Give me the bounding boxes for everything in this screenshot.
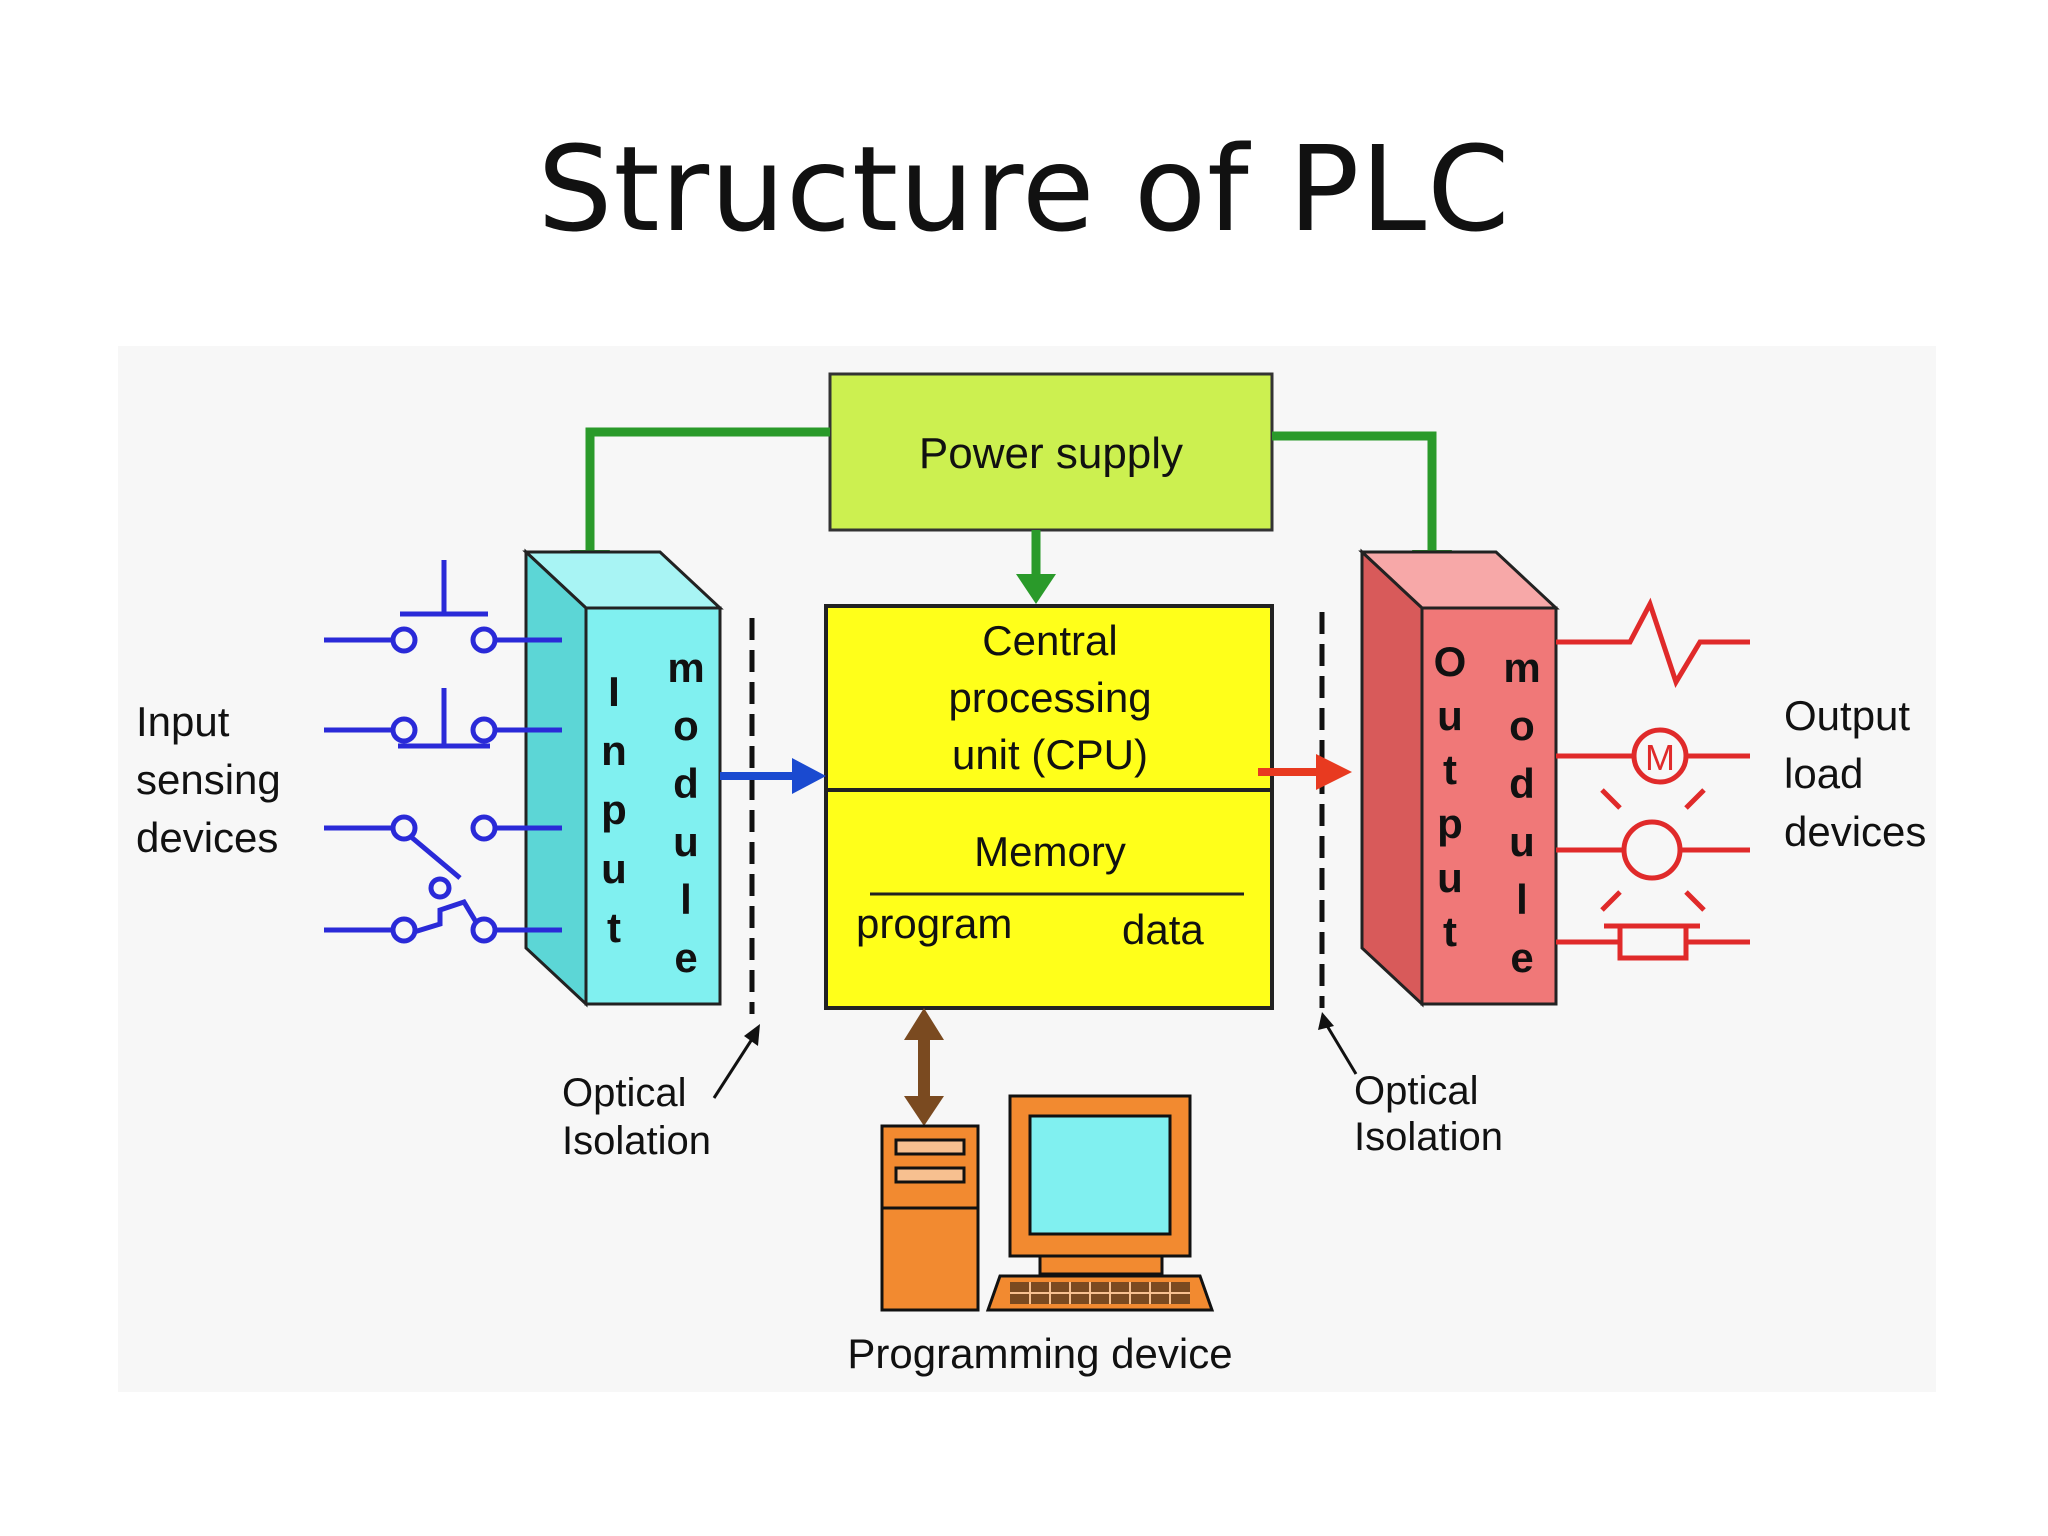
- svg-text:I: I: [608, 668, 620, 715]
- svg-text:t: t: [1443, 908, 1457, 955]
- svg-text:l: l: [680, 876, 692, 923]
- svg-text:m: m: [1503, 644, 1540, 691]
- svg-text:e: e: [1510, 934, 1533, 981]
- input-devices-label: Input sensing devices: [136, 698, 281, 861]
- svg-text:t: t: [1443, 746, 1457, 793]
- svg-text:Input: Input: [136, 698, 230, 745]
- memory-program-label: program: [856, 900, 1012, 947]
- programming-device-label: Programming device: [847, 1330, 1232, 1377]
- svg-text:p: p: [1437, 800, 1463, 847]
- svg-text:Output: Output: [1784, 692, 1910, 739]
- memory-data-label: data: [1122, 906, 1204, 953]
- svg-text:o: o: [1509, 702, 1535, 749]
- svg-text:t: t: [607, 904, 621, 951]
- power-supply-label: Power supply: [919, 429, 1183, 478]
- svg-text:Optical: Optical: [562, 1071, 687, 1115]
- input-module-block: I n p u t m o d u l e: [522, 548, 724, 1008]
- svg-text:Optical: Optical: [1354, 1069, 1479, 1113]
- output-load-devices: [1556, 597, 1750, 961]
- svg-text:e: e: [674, 934, 697, 981]
- output-devices-label: Output load devices: [1784, 692, 1926, 855]
- svg-text:u: u: [1509, 818, 1535, 865]
- svg-text:Isolation: Isolation: [562, 1119, 711, 1163]
- output-module-word2: m o d u l e: [1503, 644, 1540, 981]
- svg-text:d: d: [673, 760, 699, 807]
- motor-letter: M: [1645, 737, 1675, 778]
- input-module-word1: I n p u t: [601, 668, 627, 951]
- svg-text:devices: devices: [136, 814, 278, 861]
- programming-link-arrow: [904, 1008, 944, 1126]
- svg-text:n: n: [601, 727, 627, 774]
- memory-label: Memory: [974, 828, 1126, 875]
- cpu-label-line2: processing: [948, 674, 1151, 721]
- svg-text:l: l: [1516, 876, 1528, 923]
- programming-device-computer: [880, 1094, 1215, 1312]
- output-module-word1: O u t p u t: [1434, 638, 1467, 955]
- svg-text:d: d: [1509, 760, 1535, 807]
- slide-title: Structure of PLC: [537, 120, 1511, 258]
- cpu-memory-block: Central processing unit (CPU) Memory pro…: [824, 604, 1274, 1010]
- svg-text:u: u: [1437, 692, 1463, 739]
- svg-text:devices: devices: [1784, 808, 1926, 855]
- svg-text:u: u: [1437, 854, 1463, 901]
- svg-text:u: u: [601, 845, 627, 892]
- svg-text:sensing: sensing: [136, 756, 281, 803]
- svg-text:u: u: [673, 818, 699, 865]
- input-to-cpu-arrow: [720, 758, 826, 794]
- svg-text:o: o: [673, 702, 699, 749]
- cpu-label-line3: unit (CPU): [952, 731, 1148, 778]
- svg-text:Isolation: Isolation: [1354, 1115, 1503, 1159]
- optical-isolation-right-label: Optical Isolation: [1318, 1012, 1503, 1159]
- cpu-label-line1: Central: [982, 617, 1117, 664]
- output-module-block: O u t p u t m o d u l e: [1358, 548, 1560, 1008]
- svg-text:O: O: [1434, 638, 1467, 685]
- cpu-to-output-arrow: [1258, 754, 1352, 790]
- input-sensing-devices: [324, 560, 562, 944]
- optical-isolation-left-label: Optical Isolation: [562, 1024, 760, 1163]
- svg-text:m: m: [667, 644, 704, 691]
- svg-text:p: p: [601, 786, 627, 833]
- svg-text:load: load: [1784, 750, 1863, 797]
- input-module-word2: m o d u l e: [667, 644, 704, 981]
- power-supply-block: Power supply: [828, 372, 1274, 532]
